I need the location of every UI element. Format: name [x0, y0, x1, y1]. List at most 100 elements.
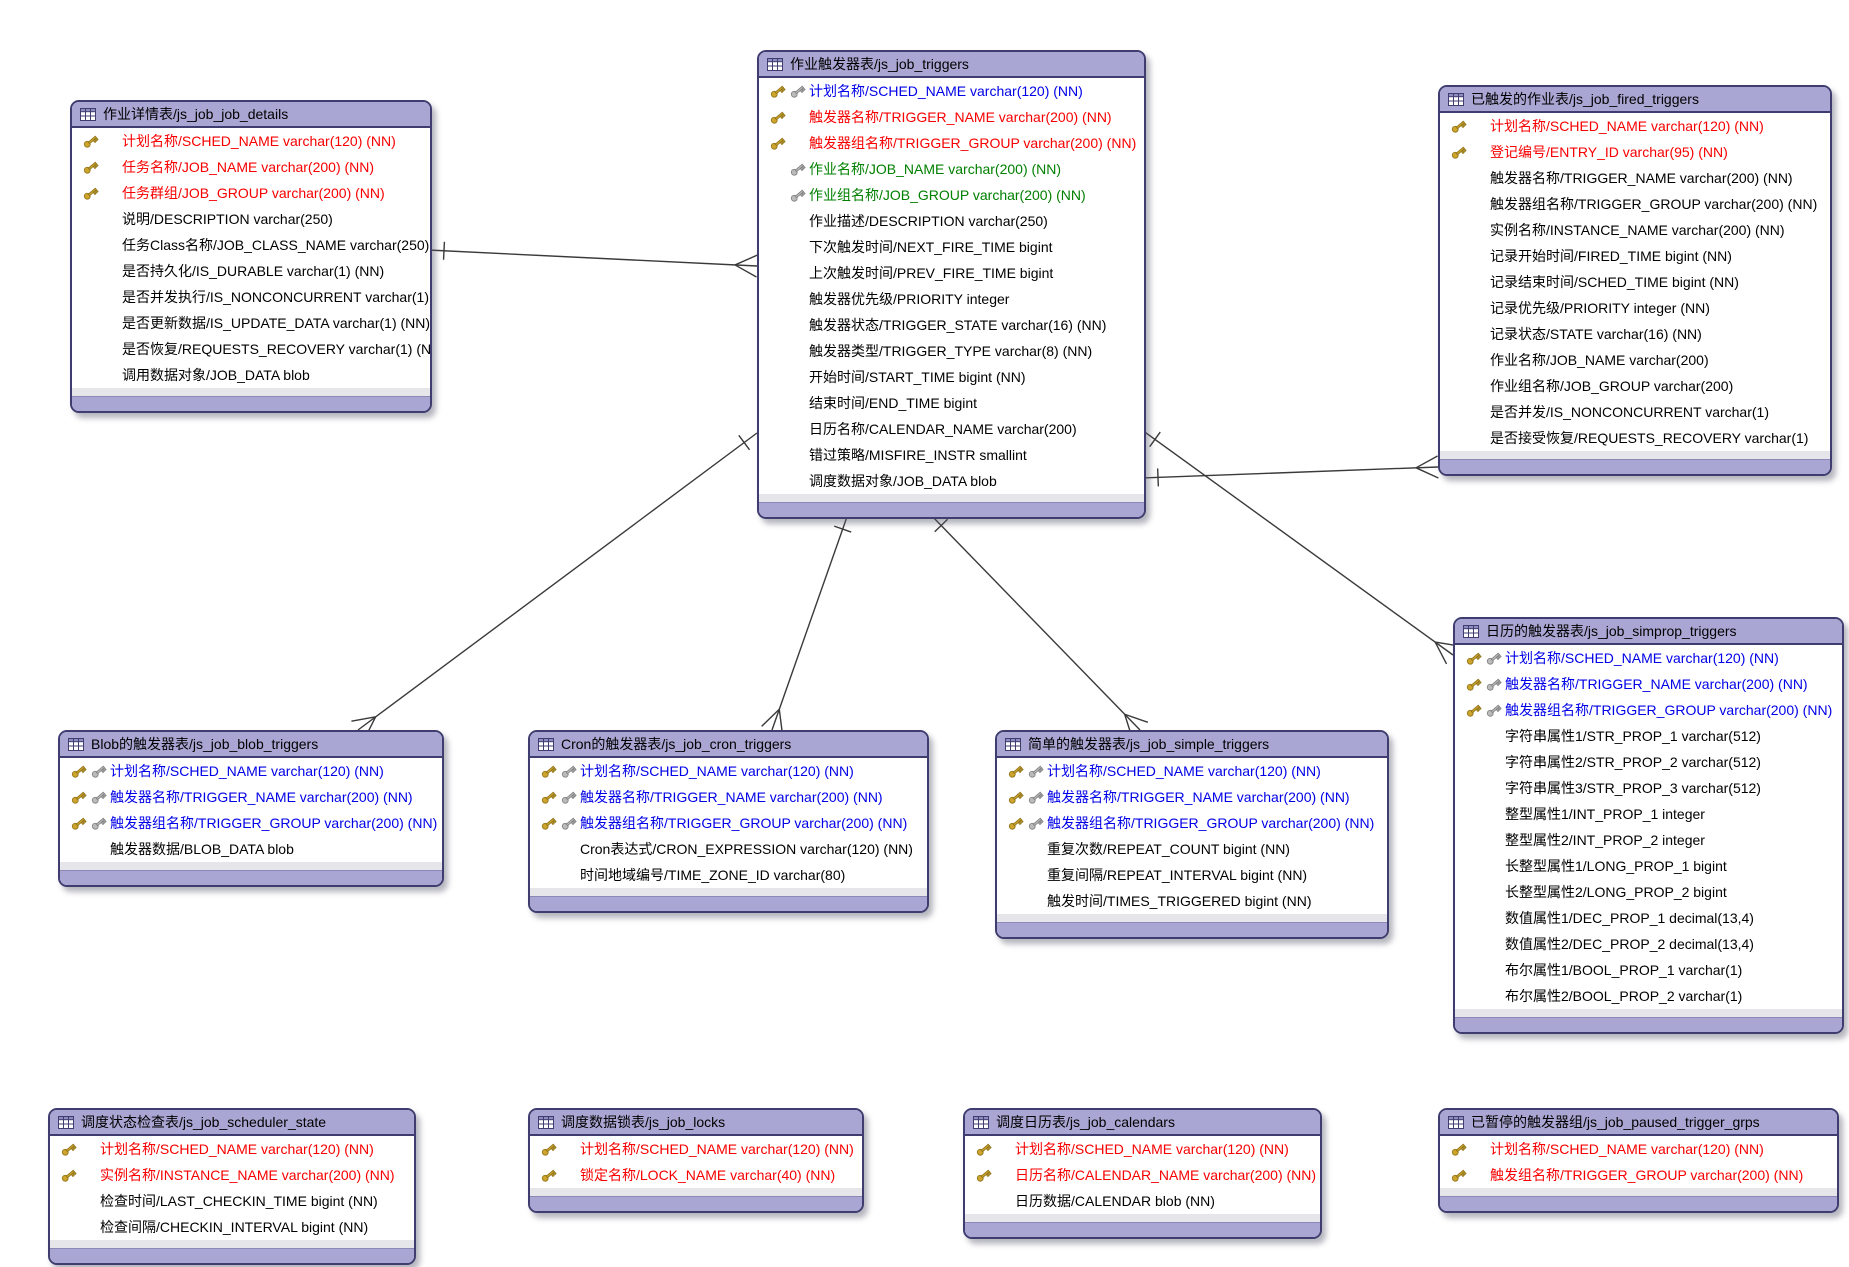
table-row[interactable]: 触发器组名称/TRIGGER_GROUP varchar(200) (NN) [997, 810, 1387, 836]
table-row[interactable]: 触发器组名称/TRIGGER_GROUP varchar(200) (NN) [759, 130, 1144, 156]
table-row[interactable]: 计划名称/SCHED_NAME varchar(120) (NN) [530, 758, 927, 784]
table-row[interactable]: 锁定名称/LOCK_NAME varchar(40) (NN) [530, 1162, 862, 1188]
table-row[interactable]: 触发器名称/TRIGGER_NAME varchar(200) (NN) [1440, 165, 1830, 191]
table-row[interactable]: 检查间隔/CHECKIN_INTERVAL bigint (NN) [50, 1214, 414, 1240]
table-row[interactable]: 结束时间/END_TIME bigint [759, 390, 1144, 416]
table-row[interactable]: 长整型属性2/LONG_PROP_2 bigint [1455, 879, 1842, 905]
table-row[interactable]: 调用数据对象/JOB_DATA blob [72, 362, 430, 388]
table-row[interactable]: 计划名称/SCHED_NAME varchar(120) (NN) [965, 1136, 1320, 1162]
table-header[interactable]: 简单的触发器表/js_job_simple_triggers [997, 732, 1387, 758]
table-row[interactable]: 任务名称/JOB_NAME varchar(200) (NN) [72, 154, 430, 180]
table-header[interactable]: 调度状态检查表/js_job_scheduler_state [50, 1110, 414, 1136]
table-header[interactable]: 已暂停的触发器组/js_job_paused_trigger_grps [1440, 1110, 1837, 1136]
table-row[interactable]: 是否恢复/REQUESTS_RECOVERY varchar(1) (NN) [72, 336, 430, 362]
table-row[interactable]: 记录状态/STATE varchar(16) (NN) [1440, 321, 1830, 347]
table-row[interactable]: 触发器组名称/TRIGGER_GROUP varchar(200) (NN) [1455, 697, 1842, 723]
table-row[interactable]: 计划名称/SCHED_NAME varchar(120) (NN) [530, 1136, 862, 1162]
table-row[interactable]: 任务Class名称/JOB_CLASS_NAME varchar(250) (N… [72, 232, 430, 258]
table-row[interactable]: 下次触发时间/NEXT_FIRE_TIME bigint [759, 234, 1144, 260]
table-row[interactable]: 计划名称/SCHED_NAME varchar(120) (NN) [1440, 1136, 1837, 1162]
table-row[interactable]: 作业名称/JOB_NAME varchar(200) [1440, 347, 1830, 373]
table-header[interactable]: Blob的触发器表/js_job_blob_triggers [60, 732, 442, 758]
table-header[interactable]: 调度日历表/js_job_calendars [965, 1110, 1320, 1136]
table-row[interactable]: 计划名称/SCHED_NAME varchar(120) (NN) [72, 128, 430, 154]
table-row[interactable]: 整型属性2/INT_PROP_2 integer [1455, 827, 1842, 853]
table-row[interactable]: 计划名称/SCHED_NAME varchar(120) (NN) [1440, 113, 1830, 139]
table-row[interactable]: 触发器类型/TRIGGER_TYPE varchar(8) (NN) [759, 338, 1144, 364]
table-row[interactable]: 长整型属性1/LONG_PROP_1 bigint [1455, 853, 1842, 879]
table-row[interactable]: 重复次数/REPEAT_COUNT bigint (NN) [997, 836, 1387, 862]
table-row[interactable]: 计划名称/SCHED_NAME varchar(120) (NN) [60, 758, 442, 784]
table-row[interactable]: 布尔属性1/BOOL_PROP_1 varchar(1) [1455, 957, 1842, 983]
table-row[interactable]: 触发器组名称/TRIGGER_GROUP varchar(200) (NN) [530, 810, 927, 836]
table-row[interactable]: 触发器名称/TRIGGER_NAME varchar(200) (NN) [530, 784, 927, 810]
table-row[interactable]: 上次触发时间/PREV_FIRE_TIME bigint [759, 260, 1144, 286]
table-row[interactable]: 作业组名称/JOB_GROUP varchar(200) [1440, 373, 1830, 399]
table-row[interactable]: 触发器名称/TRIGGER_NAME varchar(200) (NN) [759, 104, 1144, 130]
table-row[interactable]: 日历名称/CALENDAR_NAME varchar(200) [759, 416, 1144, 442]
table-row[interactable]: 触发器优先级/PRIORITY integer [759, 286, 1144, 312]
table-row[interactable]: 触发器名称/TRIGGER_NAME varchar(200) (NN) [60, 784, 442, 810]
table-header[interactable]: 作业详情表/js_job_job_details [72, 102, 430, 128]
table-row[interactable]: 登记编号/ENTRY_ID varchar(95) (NN) [1440, 139, 1830, 165]
table-row[interactable]: 触发器数据/BLOB_DATA blob [60, 836, 442, 862]
table-row[interactable]: 字符串属性2/STR_PROP_2 varchar(512) [1455, 749, 1842, 775]
table-header[interactable]: 调度数据锁表/js_job_locks [530, 1110, 862, 1136]
table-row[interactable]: 作业描述/DESCRIPTION varchar(250) [759, 208, 1144, 234]
table-row[interactable]: 触发器名称/TRIGGER_NAME varchar(200) (NN) [1455, 671, 1842, 697]
table-row[interactable]: 记录开始时间/FIRED_TIME bigint (NN) [1440, 243, 1830, 269]
table-row[interactable]: 开始时间/START_TIME bigint (NN) [759, 364, 1144, 390]
table-row[interactable]: 整型属性1/INT_PROP_1 integer [1455, 801, 1842, 827]
table-row[interactable]: 计划名称/SCHED_NAME varchar(120) (NN) [1455, 645, 1842, 671]
table-row[interactable]: 字符串属性1/STR_PROP_1 varchar(512) [1455, 723, 1842, 749]
table-row[interactable]: 触发组名称/TRIGGER_GROUP varchar(200) (NN) [1440, 1162, 1837, 1188]
table-row[interactable]: 调度数据对象/JOB_DATA blob [759, 468, 1144, 494]
table-row[interactable]: 时间地域编号/TIME_ZONE_ID varchar(80) [530, 862, 927, 888]
table-row[interactable]: 日历数据/CALENDAR blob (NN) [965, 1188, 1320, 1214]
table-row[interactable]: 是否更新数据/IS_UPDATE_DATA varchar(1) (NN) [72, 310, 430, 336]
table-row[interactable]: 触发器名称/TRIGGER_NAME varchar(200) (NN) [997, 784, 1387, 810]
table-row[interactable]: 是否接受恢复/REQUESTS_RECOVERY varchar(1) [1440, 425, 1830, 451]
table-row[interactable]: 数值属性2/DEC_PROP_2 decimal(13,4) [1455, 931, 1842, 957]
table-row[interactable]: 计划名称/SCHED_NAME varchar(120) (NN) [50, 1136, 414, 1162]
table-row[interactable]: 实例名称/INSTANCE_NAME varchar(200) (NN) [50, 1162, 414, 1188]
table-row[interactable]: Cron表达式/CRON_EXPRESSION varchar(120) (NN… [530, 836, 927, 862]
table-row[interactable]: 布尔属性2/BOOL_PROP_2 varchar(1) [1455, 983, 1842, 1009]
table-row[interactable]: 日历名称/CALENDAR_NAME varchar(200) (NN) [965, 1162, 1320, 1188]
table-header[interactable]: 作业触发器表/js_job_triggers [759, 52, 1144, 78]
table-row[interactable]: 实例名称/INSTANCE_NAME varchar(200) (NN) [1440, 217, 1830, 243]
table-row[interactable]: 重复间隔/REPEAT_INTERVAL bigint (NN) [997, 862, 1387, 888]
table-row[interactable]: 作业名称/JOB_NAME varchar(200) (NN) [759, 156, 1144, 182]
table-row[interactable]: 作业组名称/JOB_GROUP varchar(200) (NN) [759, 182, 1144, 208]
table-row[interactable]: 计划名称/SCHED_NAME varchar(120) (NN) [997, 758, 1387, 784]
table-row[interactable]: 计划名称/SCHED_NAME varchar(120) (NN) [759, 78, 1144, 104]
table-row[interactable]: 错过策略/MISFIRE_INSTR smallint [759, 442, 1144, 468]
table-row[interactable]: 数值属性1/DEC_PROP_1 decimal(13,4) [1455, 905, 1842, 931]
table-row[interactable]: 检查时间/LAST_CHECKIN_TIME bigint (NN) [50, 1188, 414, 1214]
table-header[interactable]: 已触发的作业表/js_job_fired_triggers [1440, 87, 1830, 113]
table-row[interactable]: 记录结束时间/SCHED_TIME bigint (NN) [1440, 269, 1830, 295]
table-row[interactable]: 是否持久化/IS_DURABLE varchar(1) (NN) [72, 258, 430, 284]
table-row[interactable]: 触发时间/TIMES_TRIGGERED bigint (NN) [997, 888, 1387, 914]
table-row[interactable]: 是否并发执行/IS_NONCONCURRENT varchar(1) (NN) [72, 284, 430, 310]
table-row[interactable]: 触发器组名称/TRIGGER_GROUP varchar(200) (NN) [1440, 191, 1830, 217]
table-header[interactable]: Cron的触发器表/js_job_cron_triggers [530, 732, 927, 758]
table-row[interactable]: 任务群组/JOB_GROUP varchar(200) (NN) [72, 180, 430, 206]
table-row[interactable]: 说明/DESCRIPTION varchar(250) [72, 206, 430, 232]
table-row[interactable]: 触发器组名称/TRIGGER_GROUP varchar(200) (NN) [60, 810, 442, 836]
table-row[interactable]: 字符串属性3/STR_PROP_3 varchar(512) [1455, 775, 1842, 801]
table-row[interactable]: 触发器状态/TRIGGER_STATE varchar(16) (NN) [759, 312, 1144, 338]
table-row[interactable]: 记录优先级/PRIORITY integer (NN) [1440, 295, 1830, 321]
table-header[interactable]: 日历的触发器表/js_job_simprop_triggers [1455, 619, 1842, 645]
